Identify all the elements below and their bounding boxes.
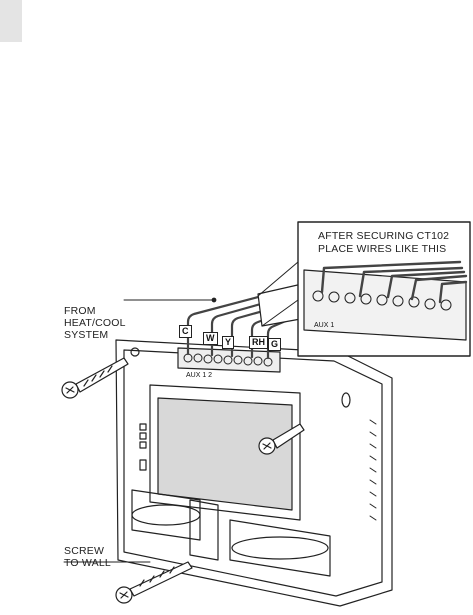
display-screen bbox=[158, 398, 292, 510]
from-label-line-3: SYSTEM bbox=[64, 329, 108, 341]
wire-tag-w: W bbox=[203, 332, 218, 345]
wire-tag-rh: RH bbox=[249, 336, 268, 349]
wall-screw-bottom bbox=[116, 562, 192, 603]
from-label-line-1: FROM bbox=[64, 305, 96, 317]
wire-tag-c: C bbox=[179, 325, 192, 338]
callout-text-line-1: AFTER SECURING CT102 bbox=[318, 230, 449, 242]
screw-label-line-2: TO WALL bbox=[64, 557, 111, 569]
callout-terminal-block bbox=[304, 270, 466, 340]
aux-label-callout: AUX 1 bbox=[314, 322, 334, 329]
from-label-line-2: HEAT/COOL bbox=[64, 317, 126, 329]
wire-tag-g: G bbox=[268, 338, 281, 351]
screw-label-line-1: SCREW bbox=[64, 545, 104, 557]
aux-label-main: AUX 1 2 bbox=[186, 372, 212, 379]
wire-tag-y: Y bbox=[222, 336, 234, 349]
callout-text-line-2: PLACE WIRES LIKE THIS bbox=[318, 243, 446, 255]
